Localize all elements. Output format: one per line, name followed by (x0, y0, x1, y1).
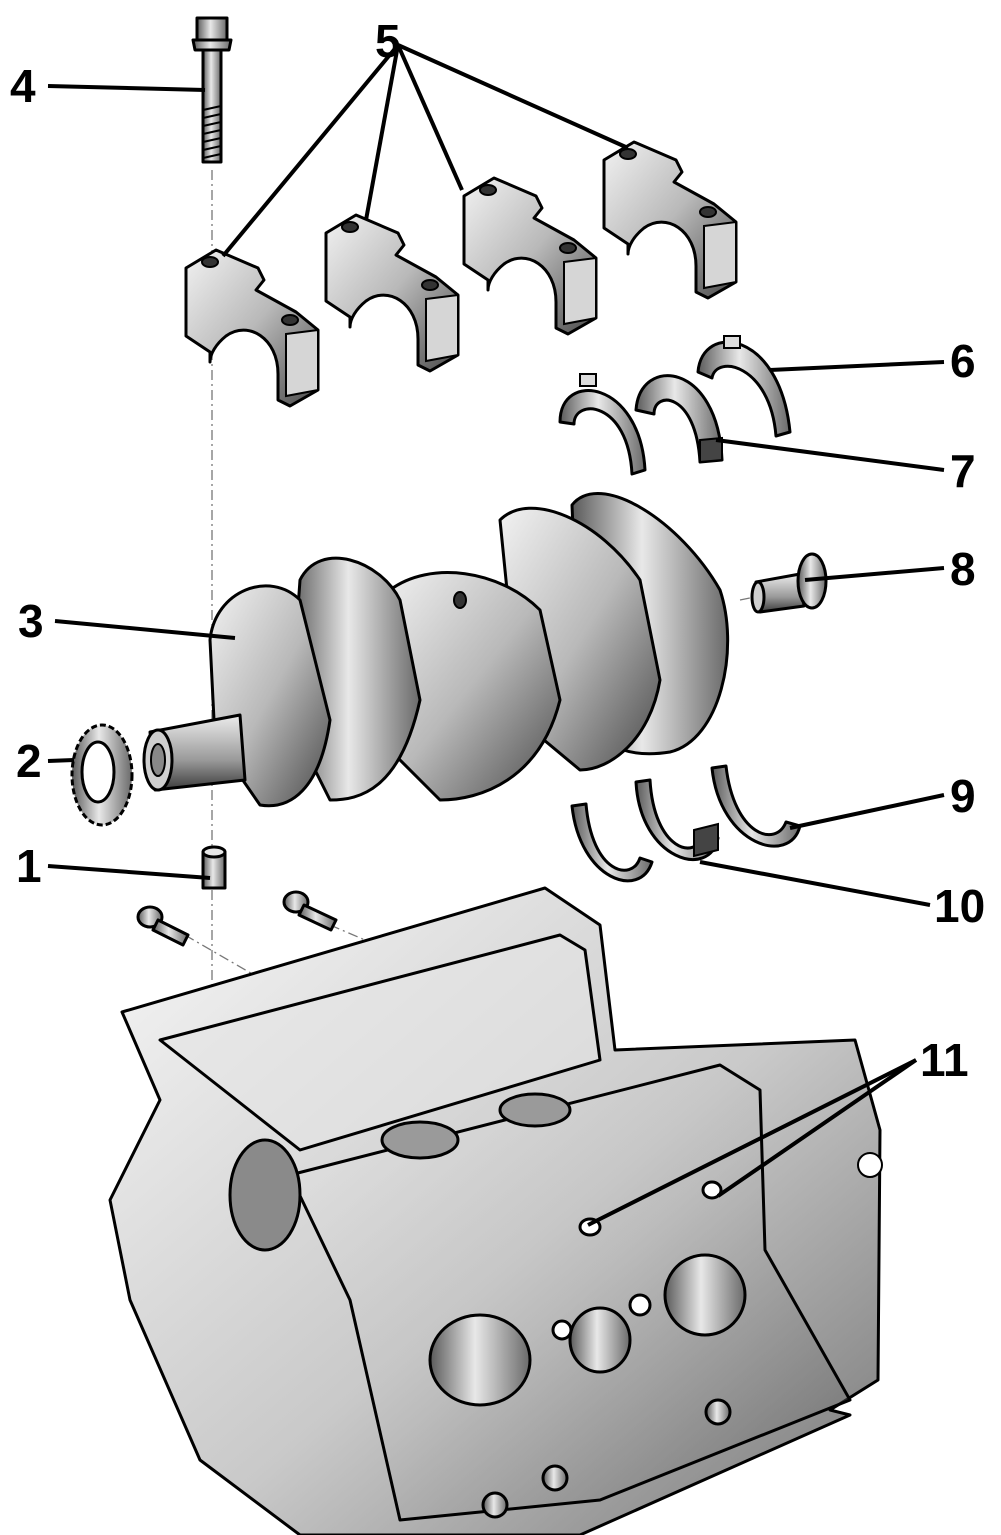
callout-1: 1 (16, 840, 42, 892)
callout-4: 4 (10, 60, 36, 112)
main-bearing-caps (184, 140, 738, 408)
callout-10: 10 (934, 880, 986, 932)
dowel-pin (201, 845, 227, 890)
callout-9: 9 (950, 770, 976, 822)
crankshaft-sprocket (70, 723, 134, 827)
lower-bearing-shells (570, 764, 802, 883)
callout-7: 7 (950, 445, 976, 497)
small-bolts (136, 890, 338, 947)
bearing-cap-3 (462, 176, 598, 336)
callout-5: 5 (375, 15, 401, 67)
bearing-cap-2 (324, 213, 460, 373)
cylinder-block (108, 886, 883, 1535)
callout-8: 8 (950, 543, 976, 595)
main-cap-bolt (191, 16, 233, 164)
pilot-bushing (750, 552, 828, 614)
bearing-cap-4 (602, 140, 738, 300)
upper-bearing-shells (558, 335, 792, 476)
callout-3: 3 (18, 595, 44, 647)
callout-11: 11 (920, 1034, 969, 1086)
bearing-cap-1 (184, 248, 320, 408)
leader-lines (47, 43, 945, 1227)
callout-6: 6 (950, 335, 976, 387)
crankshaft (142, 492, 730, 808)
callout-2: 2 (16, 735, 42, 787)
